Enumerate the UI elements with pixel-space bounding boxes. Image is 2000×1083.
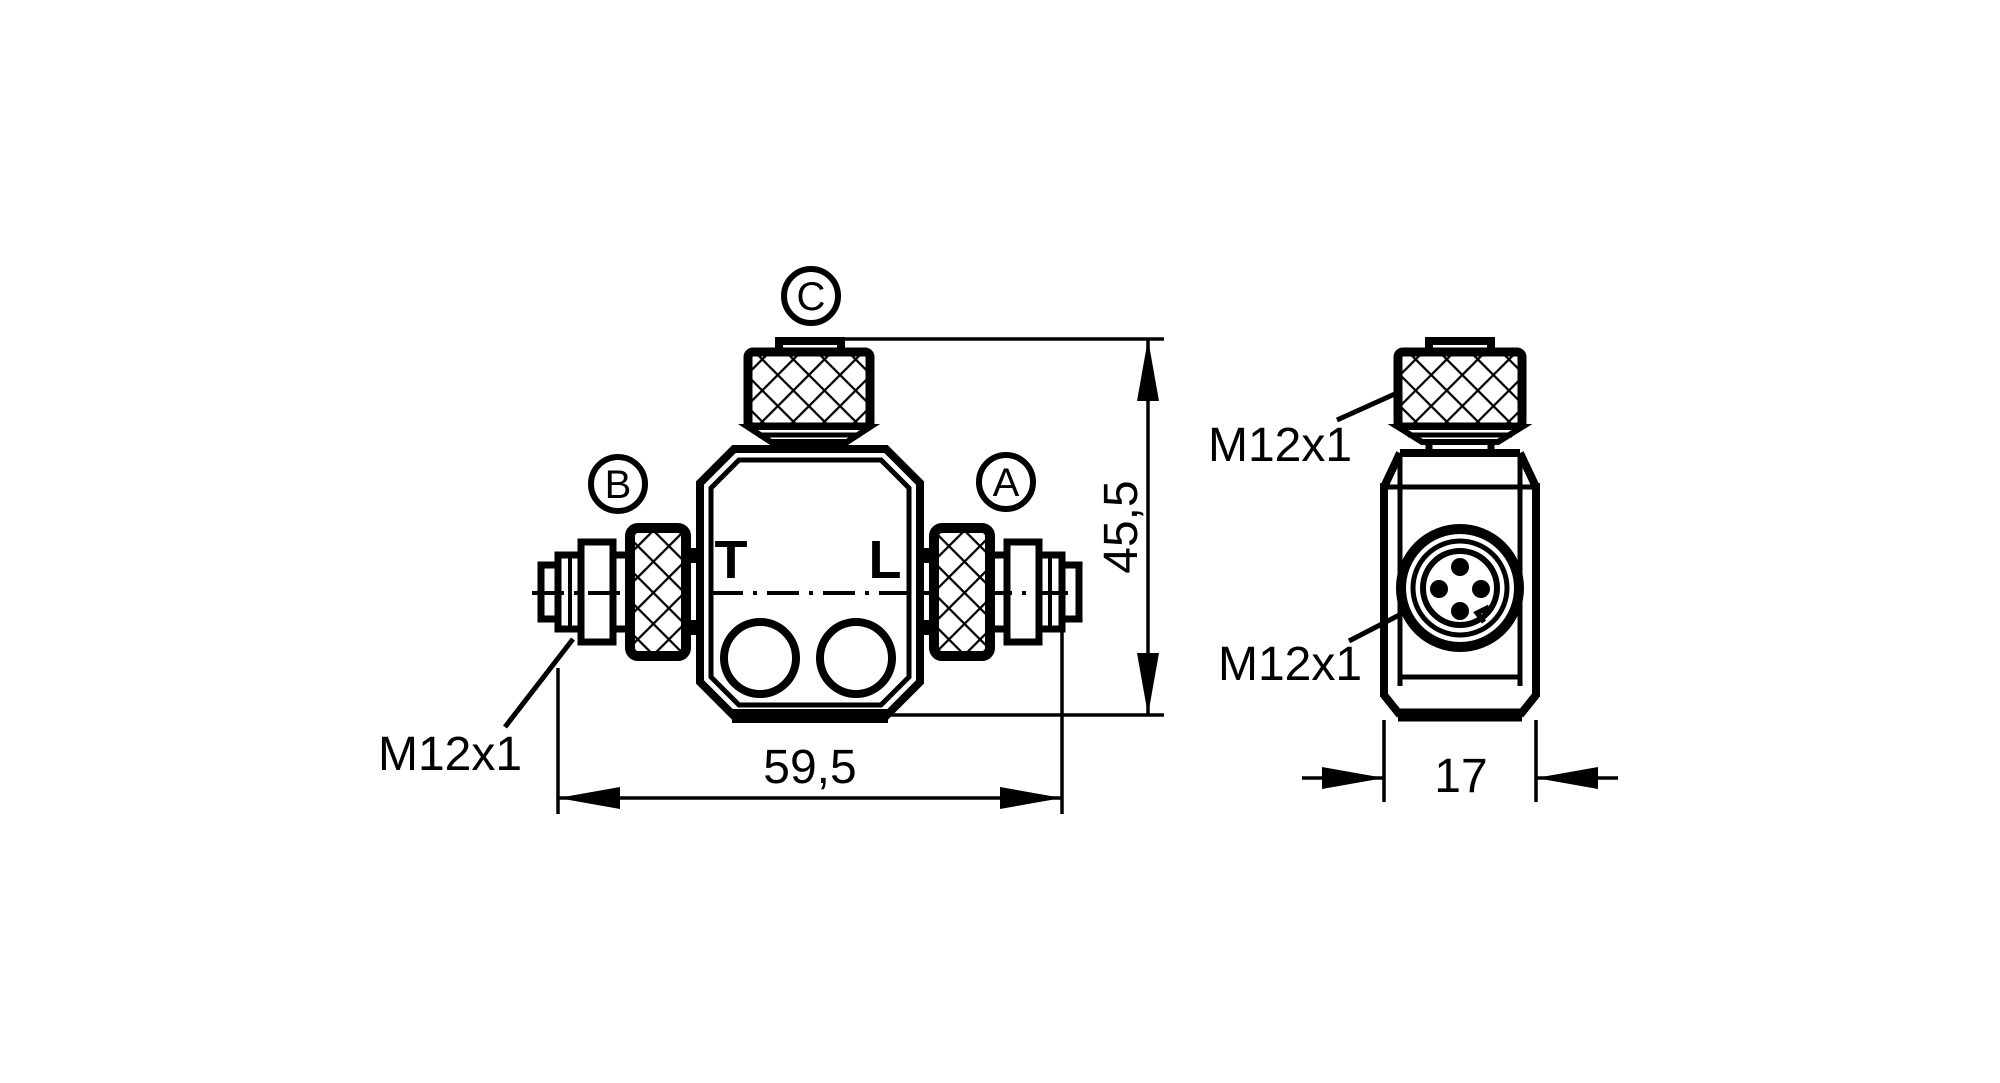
port-label-a: A	[976, 452, 1036, 512]
front-thread-label: M12x1	[378, 728, 522, 781]
port-label-c: C	[781, 266, 841, 326]
port-label-b-circle	[588, 454, 648, 514]
side-thread-leader-top	[1335, 390, 1399, 423]
port-label-a-circle	[976, 452, 1036, 512]
port-label-c-letter: C	[797, 275, 826, 319]
housing-mark-l: L	[869, 530, 902, 590]
front-port-hole-left	[720, 618, 800, 698]
dim-width-arrow-right	[1000, 787, 1062, 809]
housing-mark-t: T	[715, 530, 748, 590]
left-plug-collar	[577, 538, 617, 646]
dim-depth-arrow-right	[1536, 767, 1598, 789]
side-top-connector	[1387, 337, 1533, 453]
dim-height: 45,5	[843, 337, 1164, 717]
top-connector	[737, 337, 881, 453]
port-label-b-letter: B	[605, 463, 632, 507]
socket-pin-top	[1451, 558, 1469, 576]
right-plug	[984, 538, 1083, 646]
socket-ring-middle	[1410, 538, 1510, 638]
side-thread-leader-socket	[1347, 608, 1409, 644]
side-thread-label-socket: M12x1	[1218, 638, 1362, 691]
socket-ring-inner	[1420, 548, 1500, 628]
side-housing-chamfer-top-right	[1516, 451, 1540, 489]
front-thread-leader	[503, 637, 575, 729]
socket-face	[1396, 524, 1524, 652]
side-view: M12x1 M12x1 17	[1208, 337, 1618, 803]
socket-pin-left	[1430, 580, 1448, 598]
top-connector-knurl	[743, 347, 875, 432]
front-view: T L C B A M12x1	[378, 266, 1164, 814]
left-plug	[537, 538, 636, 646]
dim-height-arrow-top	[1137, 339, 1159, 401]
side-housing-chamfer-bottom-left	[1380, 692, 1404, 718]
dim-width-value: 59,5	[763, 741, 856, 794]
side-housing	[1380, 449, 1540, 722]
right-plug-collar	[1003, 538, 1043, 646]
dim-width: 59,5	[556, 625, 1064, 814]
port-label-a-letter: A	[993, 461, 1020, 505]
port-label-b: B	[588, 454, 648, 514]
port-label-c-circle	[781, 266, 841, 326]
front-port-hole-right	[816, 618, 896, 698]
dim-depth: 17	[1302, 720, 1618, 803]
socket-keying-notch	[1473, 604, 1491, 624]
side-housing-chamfer-top-left	[1380, 451, 1404, 489]
side-thread-label-top: M12x1	[1208, 419, 1352, 472]
dim-depth-value: 17	[1434, 750, 1487, 803]
side-housing-chamfer-bottom-right	[1516, 692, 1540, 718]
dim-width-arrow-left	[558, 787, 620, 809]
socket-ring-outer	[1396, 524, 1524, 652]
dim-height-arrow-bottom	[1137, 653, 1159, 715]
socket-pin-bottom	[1451, 602, 1469, 620]
socket-pin-right	[1472, 580, 1490, 598]
left-knurled-nut	[625, 523, 691, 661]
dim-depth-arrow-left	[1322, 767, 1384, 789]
side-top-connector-knurl	[1393, 347, 1527, 432]
front-housing-inner-line	[708, 457, 912, 708]
right-knurled-nut	[929, 523, 995, 661]
dim-height-value: 45,5	[1095, 480, 1148, 573]
